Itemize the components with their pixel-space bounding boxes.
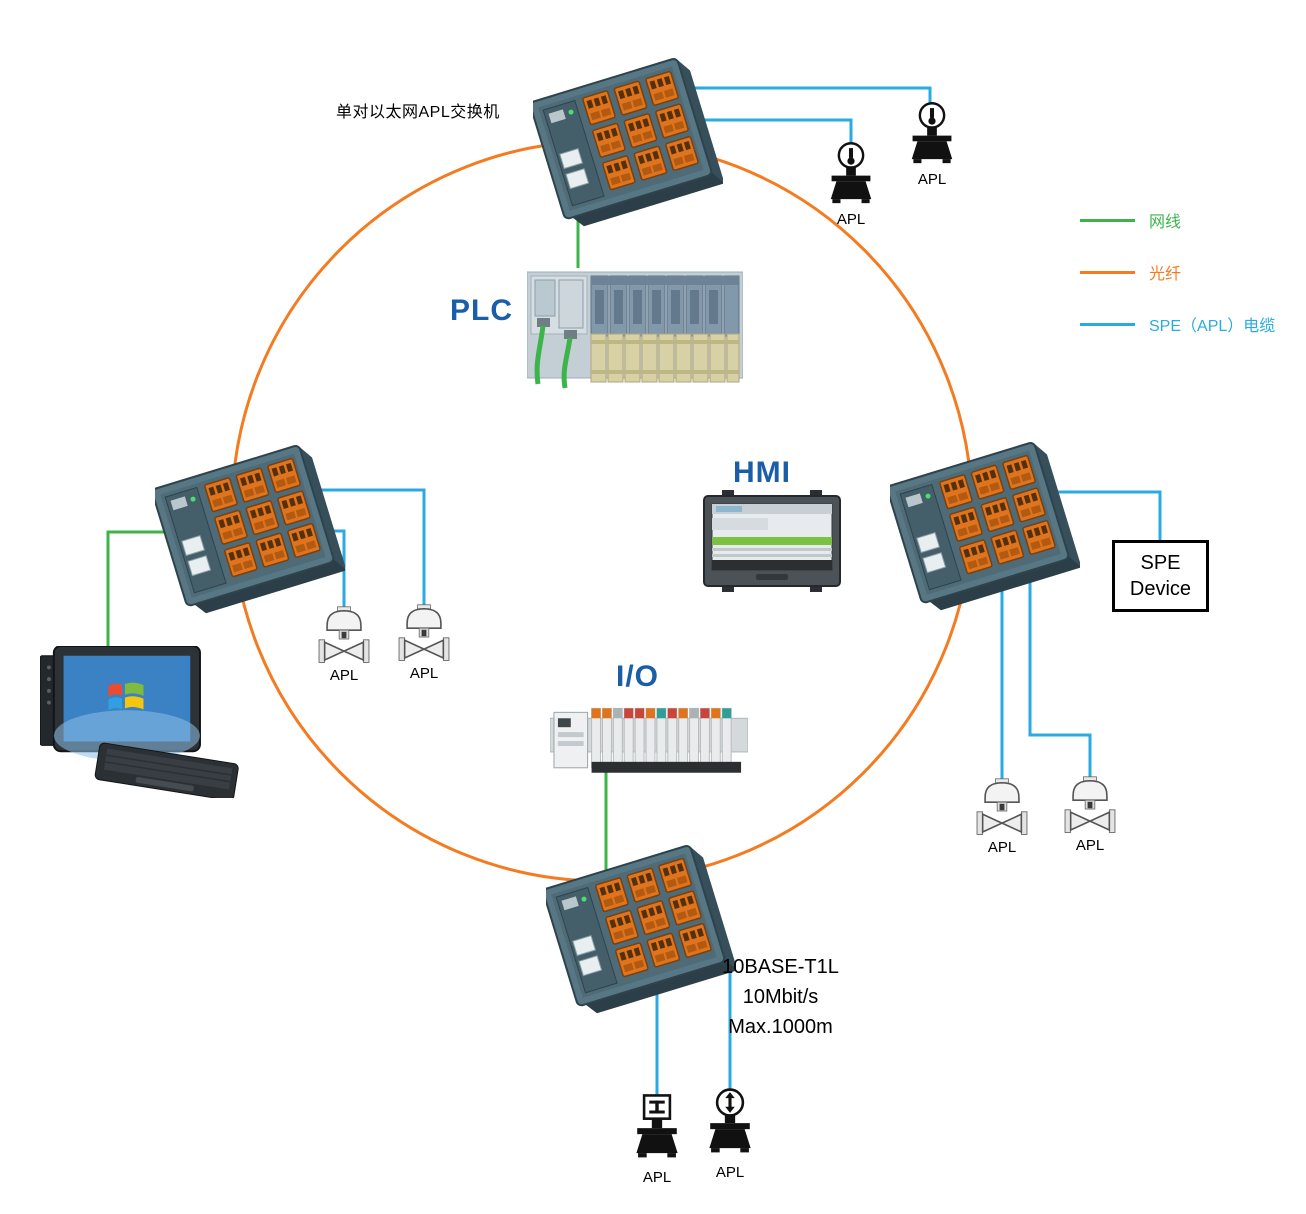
legend-item-fiber: 光纤: [1080, 262, 1275, 283]
apl-device-bottom-1: APL: [631, 1092, 683, 1186]
control-valve-icon: [973, 778, 1031, 836]
top-switch-caption: 单对以太网APL交换机: [336, 104, 500, 121]
thermometer-transmitter-icon: [825, 140, 877, 208]
spe-device-box: SPE Device: [1112, 540, 1209, 612]
shutoff-valve-icon: [631, 1092, 683, 1166]
flow-valve-icon: [704, 1087, 756, 1161]
io-label: I/O: [616, 660, 660, 693]
t1l-note: 10BASE-T1L 10Mbit/s Max.1000m: [683, 952, 878, 1042]
apl-switch-icon: [151, 442, 347, 618]
legend-label-ethernet: 网线: [1149, 214, 1182, 231]
legend-item-spe: SPE（APL）电缆: [1080, 314, 1276, 335]
spe-link-left-switch-valve-2: [300, 488, 426, 610]
plc-label: PLC: [450, 294, 513, 327]
apl-valve-right-2: APL: [1061, 776, 1119, 854]
thermometer-transmitter-icon: [906, 100, 958, 168]
apl-valve-left-1: APL: [315, 606, 373, 684]
legend: 网线 光纤 SPE（APL）电缆: [1080, 210, 1275, 366]
legend-label-fiber: 光纤: [1149, 266, 1182, 283]
hmi-icon: [704, 490, 840, 592]
legend-item-ethernet: 网线: [1080, 210, 1275, 231]
apl-caption: APL: [836, 211, 866, 228]
t1l-note-line2: 10Mbit/s: [742, 986, 819, 1008]
apl-switch-left: [155, 445, 345, 625]
io-icon: [550, 708, 748, 772]
t1l-note-line1: 10BASE-T1L: [722, 956, 839, 978]
apl-caption: APL: [987, 839, 1017, 856]
apl-switch-icon: [529, 55, 725, 231]
apl-valve-right-1: APL: [973, 778, 1031, 856]
apl-switch-icon: [886, 439, 1082, 615]
ethernet-line-swatch: [1080, 218, 1135, 222]
hmi-label: HMI: [733, 456, 791, 489]
apl-caption: APL: [409, 665, 439, 682]
apl-transmitter-2: APL: [904, 100, 960, 188]
engineering-laptop: [40, 646, 245, 798]
plc-icon: [527, 272, 743, 388]
apl-caption: APL: [715, 1164, 745, 1181]
hmi-device: [702, 490, 842, 592]
laptop-icon: [40, 646, 239, 801]
apl-caption: APL: [1075, 837, 1105, 854]
spe-link-right-switch-valve-2: [1028, 560, 1092, 779]
t1l-note-line3: Max.1000m: [728, 1016, 833, 1038]
apl-switch-top: [533, 58, 723, 238]
control-valve-icon: [1061, 776, 1119, 834]
control-valve-icon: [315, 606, 373, 664]
apl-switch-right: [890, 442, 1080, 622]
spe-link-right-switch-spe-device: [1035, 490, 1162, 543]
fiber-line-swatch: [1080, 270, 1135, 274]
io-device: [550, 700, 748, 792]
control-valve-icon: [395, 604, 453, 662]
spe-device-label-line1: SPE: [1140, 552, 1181, 574]
legend-label-spe: SPE（APL）电缆: [1149, 318, 1276, 335]
spe-device-label-line2: Device: [1129, 578, 1192, 600]
apl-valve-left-2: APL: [395, 604, 453, 682]
spe-line-swatch: [1080, 322, 1135, 326]
apl-caption: APL: [642, 1169, 672, 1186]
apl-caption: APL: [329, 667, 359, 684]
spe-link-top-switch-transmitter-1: [645, 118, 853, 150]
apl-device-bottom-2: APL: [704, 1087, 756, 1181]
plc-device: [527, 256, 743, 404]
apl-caption: APL: [917, 171, 947, 188]
apl-transmitter-1: APL: [823, 140, 879, 228]
